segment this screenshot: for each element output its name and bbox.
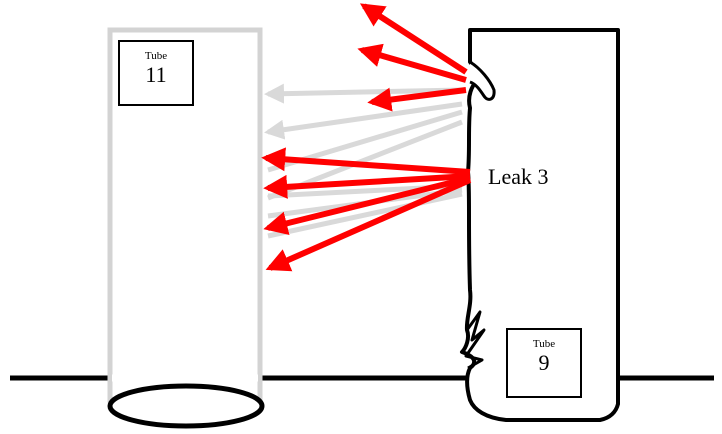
gray-arrow: [264, 101, 463, 140]
tube-9-lower-crack: [464, 310, 486, 370]
tube-9-label-number: 9: [538, 350, 550, 375]
tube-9-crack-flap: [469, 60, 496, 101]
leak-jets: [261, 3, 472, 272]
red-arrow: [357, 43, 467, 83]
red-arrow: [263, 175, 471, 236]
gray-arrow: [267, 191, 463, 239]
gray-arrow: [264, 83, 463, 104]
tube-11-label: Tube 11: [118, 40, 194, 106]
red-arrow: [261, 147, 471, 175]
red-arrow: [359, 3, 468, 75]
tube-11-base-ellipse: [107, 383, 265, 429]
tube-9-label-word: Tube: [532, 338, 556, 350]
tube-9-label: Tube 9: [506, 328, 582, 398]
tube-11-label-number: 11: [145, 62, 167, 87]
tube-11-label-word: Tube: [144, 50, 168, 62]
red-arrow: [367, 87, 467, 112]
leak-label: Leak 3: [488, 164, 549, 189]
red-arrow: [263, 173, 471, 199]
tube-9: [460, 28, 620, 422]
red-arrow: [265, 177, 472, 272]
